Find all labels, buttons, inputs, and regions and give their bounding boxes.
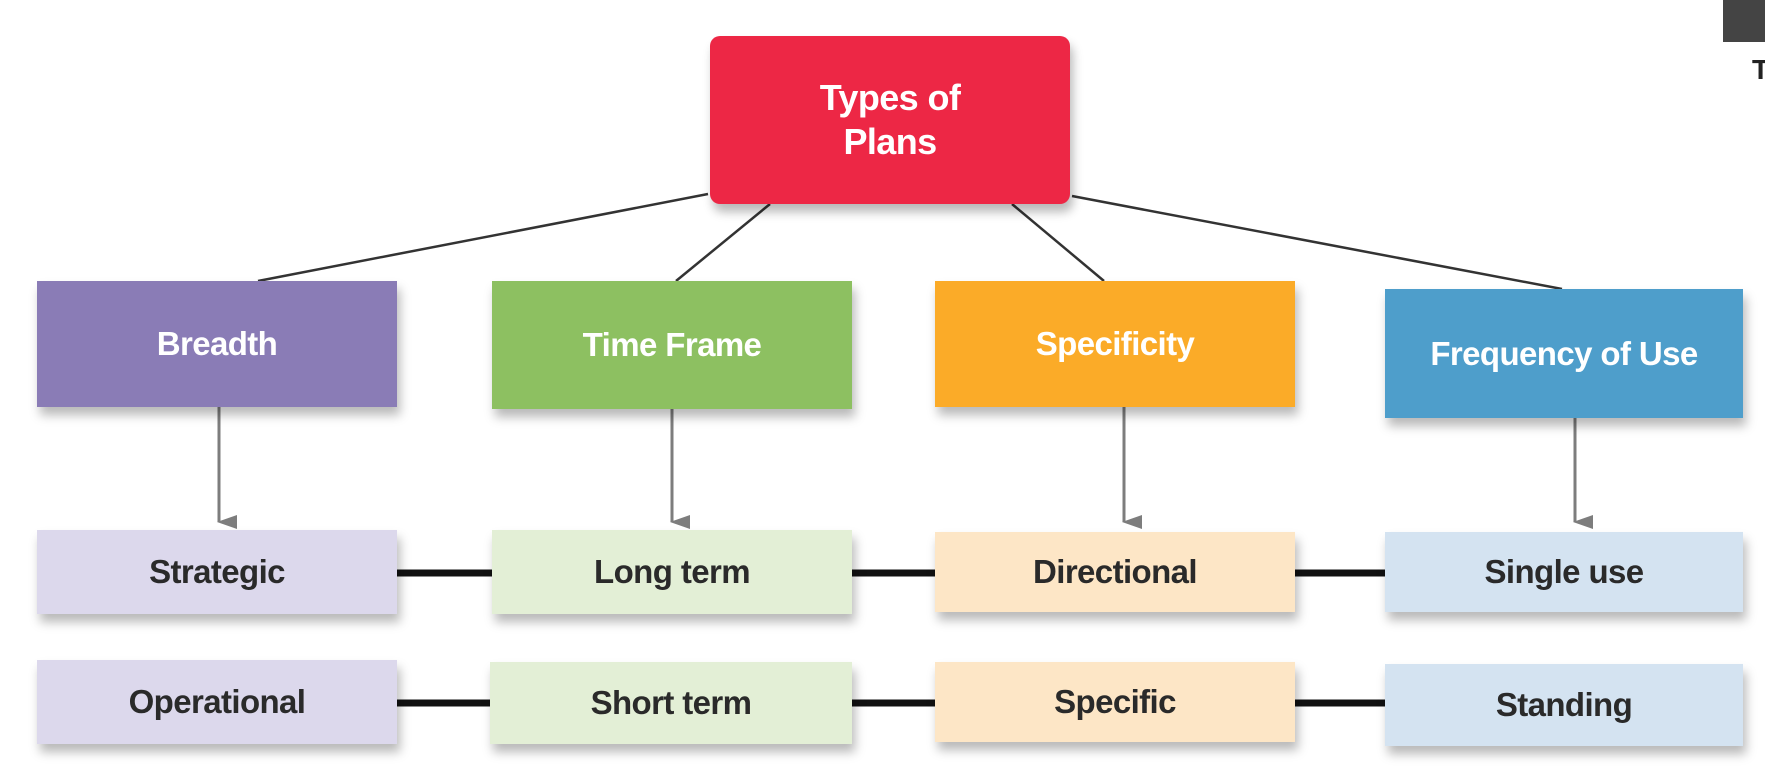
item-directional: Directional [935,532,1295,612]
category-time-frame: Time Frame [492,281,852,409]
category-frequency-of-use-label: Frequency of Use [1430,334,1698,372]
root-node-types-of-plans: Types of Plans [710,36,1070,204]
item-single-use-label: Single use [1484,553,1644,590]
item-directional-label: Directional [1033,553,1198,590]
item-standing-label: Standing [1495,686,1633,723]
category-specificity-label: Specificity [1035,325,1195,362]
root-to-breadth-line [257,192,709,283]
item-specific: Specific [935,662,1295,742]
item-standing: Standing [1385,664,1743,746]
item-long-term: Long term [492,530,852,614]
cropped-corner-block [1723,0,1765,42]
root-to-timeframe-line [675,203,771,282]
category-frequency-of-use: Frequency of Use [1385,289,1743,418]
root-to-specificity-line [1011,203,1105,282]
category-time-frame-label: Time Frame [582,326,762,363]
item-strategic: Strategic [37,530,397,614]
item-strategic-label: Strategic [149,553,285,590]
item-long-term-label: Long term [594,553,751,590]
item-operational-label: Operational [128,683,306,720]
root-label-line1: Types of [819,77,961,118]
item-operational: Operational [37,660,397,744]
item-single-use: Single use [1385,532,1743,612]
root-label-line2: Plans [843,121,937,162]
item-short-term: Short term [490,662,852,744]
item-short-term-label: Short term [590,684,752,721]
category-breadth-label: Breadth [156,325,278,362]
item-specific-label: Specific [1054,683,1176,720]
root-to-frequency-line [1071,194,1563,291]
category-specificity: Specificity [935,281,1295,407]
category-breadth: Breadth [37,281,397,407]
cropped-corner-text: T [1752,54,1765,85]
